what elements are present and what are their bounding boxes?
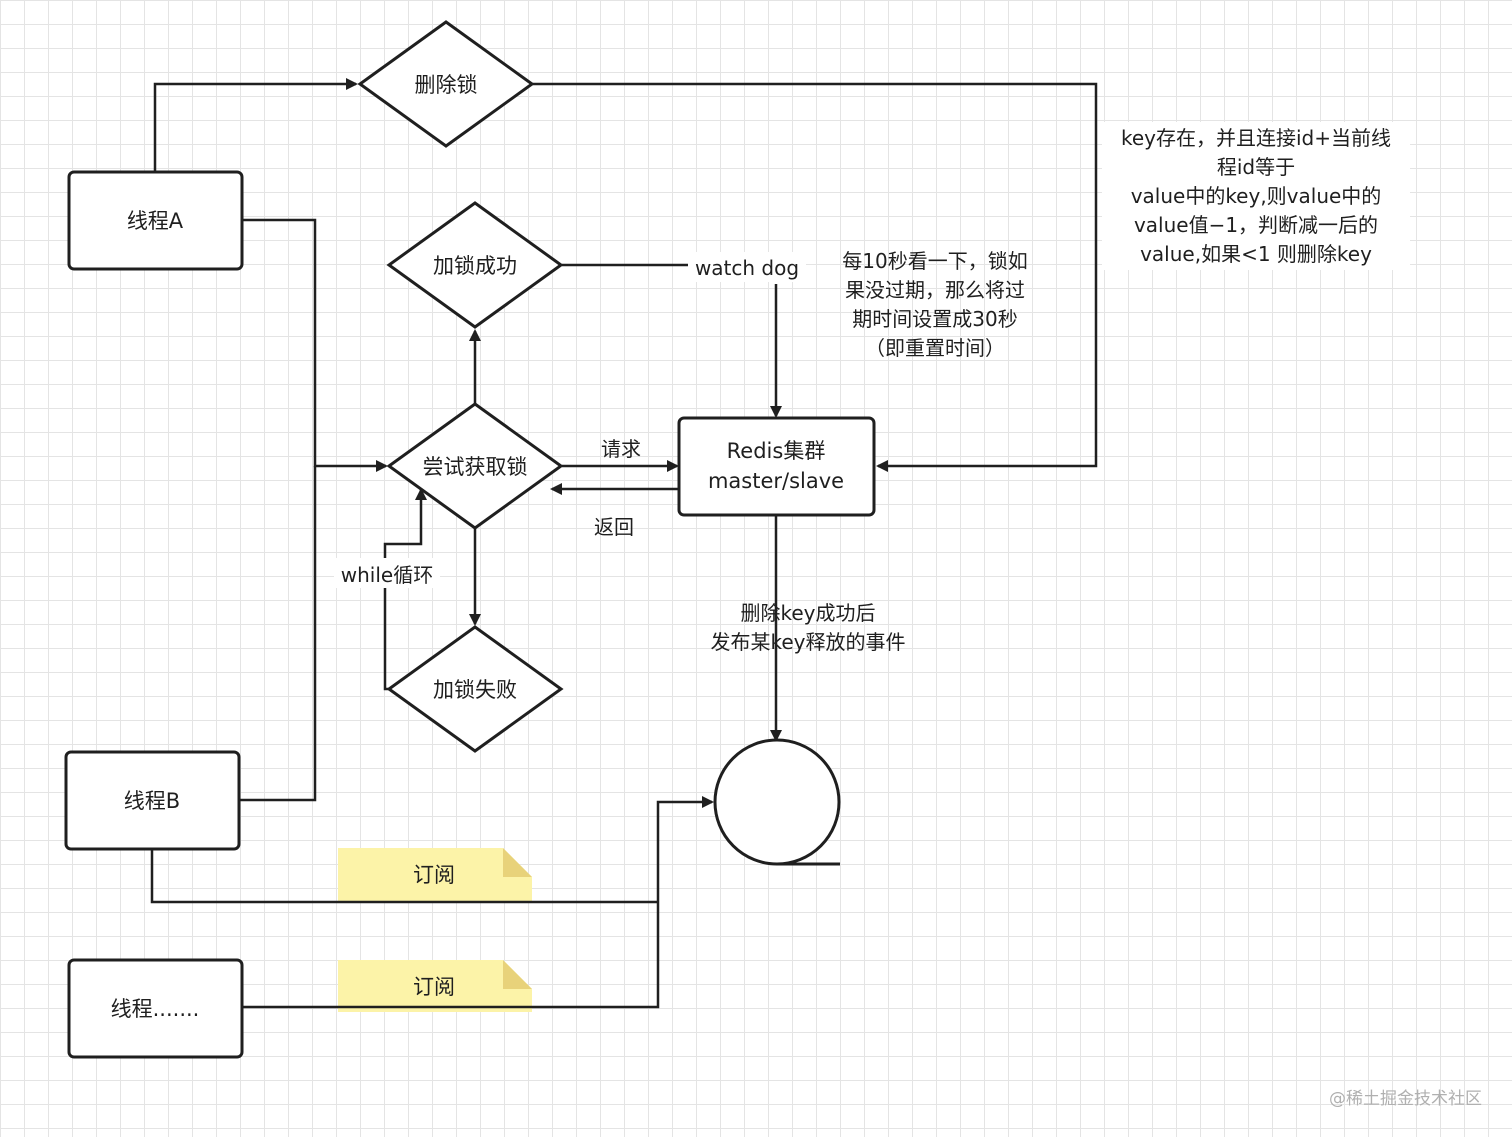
thread-b-box: 线程B	[64, 750, 241, 851]
thread-more-box: 线程.......	[67, 958, 244, 1059]
redis-cluster-box: Redis集群 master/slave	[677, 416, 876, 517]
request-label: 请求	[601, 437, 641, 461]
watchdog-description: 每10秒看一下，锁如 果没过期，那么将过 期时间设置成30秒 （即重置时间）	[842, 249, 1027, 360]
edge-thread-more-subscribe	[242, 796, 714, 1009]
thread-more-label: 线程.......	[111, 997, 200, 1021]
edge-thread-a-to-delete-lock	[153, 78, 358, 172]
edge-thread-a-to-try-lock	[242, 218, 388, 472]
event-channel-circle	[713, 738, 841, 866]
thread-a-box: 线程A	[67, 170, 244, 271]
publish-desc-line: 发布某key释放的事件	[710, 630, 905, 654]
lock-success-label: 加锁成功	[433, 254, 517, 278]
edge-thread-b-subscribe	[150, 849, 658, 904]
watermark: @稀土掘金技术社区	[1329, 1089, 1482, 1109]
watchdog-desc-line: （即重置时间）	[865, 336, 1005, 360]
lock-success-diamond: 加锁成功	[386, 201, 564, 329]
thread-b-label: 线程B	[124, 789, 180, 813]
watchdog-desc-line: 每10秒看一下，锁如	[842, 249, 1027, 273]
delete-desc-line: 程id等于	[1217, 155, 1295, 179]
delete-desc-line: value中的key,则value中的	[1131, 184, 1382, 208]
lock-fail-label: 加锁失败	[433, 678, 517, 702]
redis-label-line1: Redis集群	[727, 439, 826, 463]
edge-while-loop	[383, 488, 427, 691]
lock-fail-diamond: 加锁失败	[386, 625, 564, 753]
watchdog-desc-line: 期时间设置成30秒	[852, 307, 1017, 331]
thread-a-label: 线程A	[127, 209, 184, 233]
return-label: 返回	[594, 515, 634, 539]
while-loop-label-bg	[334, 558, 440, 588]
edge-delete-lock-to-redis	[532, 82, 1098, 472]
delete-desc-line: key存在，并且连接id+当前线	[1121, 126, 1391, 150]
delete-desc-line: value,如果<1 则删除key	[1140, 242, 1372, 266]
publish-event-description: 删除key成功后 发布某key释放的事件	[710, 601, 905, 654]
sticky-note-label: 订阅	[413, 863, 455, 887]
publish-desc-line: 删除key成功后	[740, 601, 875, 625]
redis-label-line2: master/slave	[708, 469, 844, 493]
delete-condition-description: key存在，并且连接id+当前线 程id等于 value中的key,则value…	[1102, 122, 1410, 270]
try-lock-label: 尝试获取锁	[423, 455, 528, 479]
watch-dog-label-bg	[688, 252, 806, 282]
sticky-note-label: 订阅	[413, 975, 455, 999]
edge-thread-b-to-try-lock	[240, 466, 317, 802]
watchdog-desc-line: 果没过期，那么将过	[845, 278, 1025, 302]
delete-lock-diamond: 删除锁	[357, 20, 535, 148]
sticky-note-subscribe-2: 订阅	[338, 960, 532, 1012]
sticky-note-subscribe-1: 订阅	[338, 848, 532, 902]
while-loop-label: while循环	[341, 563, 433, 587]
delete-desc-line: value值−1，判断减一后的	[1134, 213, 1378, 237]
watch-dog-label: watch dog	[695, 256, 799, 280]
delete-lock-label: 删除锁	[415, 73, 478, 97]
try-lock-diamond: 尝试获取锁	[386, 402, 564, 530]
